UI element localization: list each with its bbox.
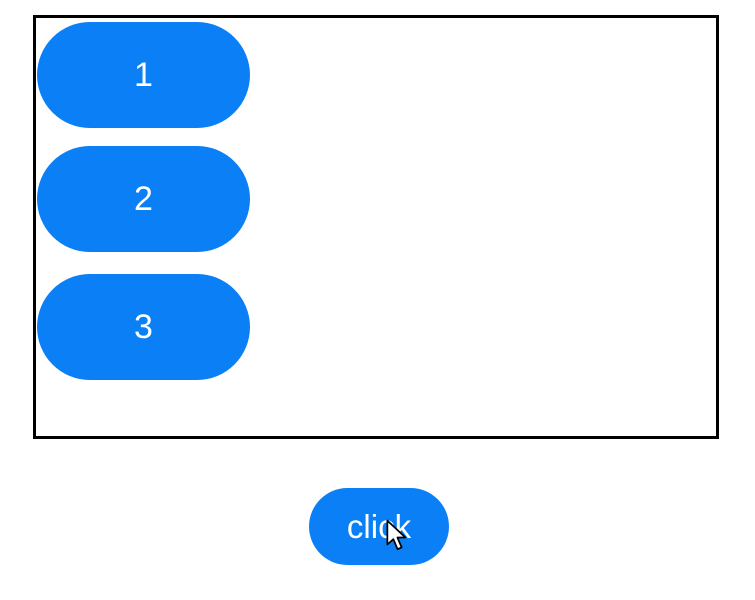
click-button[interactable]: click bbox=[309, 488, 449, 565]
pill-button-2[interactable]: 2 bbox=[37, 146, 250, 252]
click-button-label: click bbox=[346, 507, 412, 545]
pill-button-2-label: 2 bbox=[134, 179, 153, 218]
pill-button-1-label: 1 bbox=[134, 55, 153, 94]
button-box: 1 2 3 bbox=[33, 15, 719, 439]
pill-button-1[interactable]: 1 bbox=[37, 22, 250, 128]
pill-button-3[interactable]: 3 bbox=[37, 274, 250, 380]
pill-button-3-label: 3 bbox=[134, 307, 153, 346]
